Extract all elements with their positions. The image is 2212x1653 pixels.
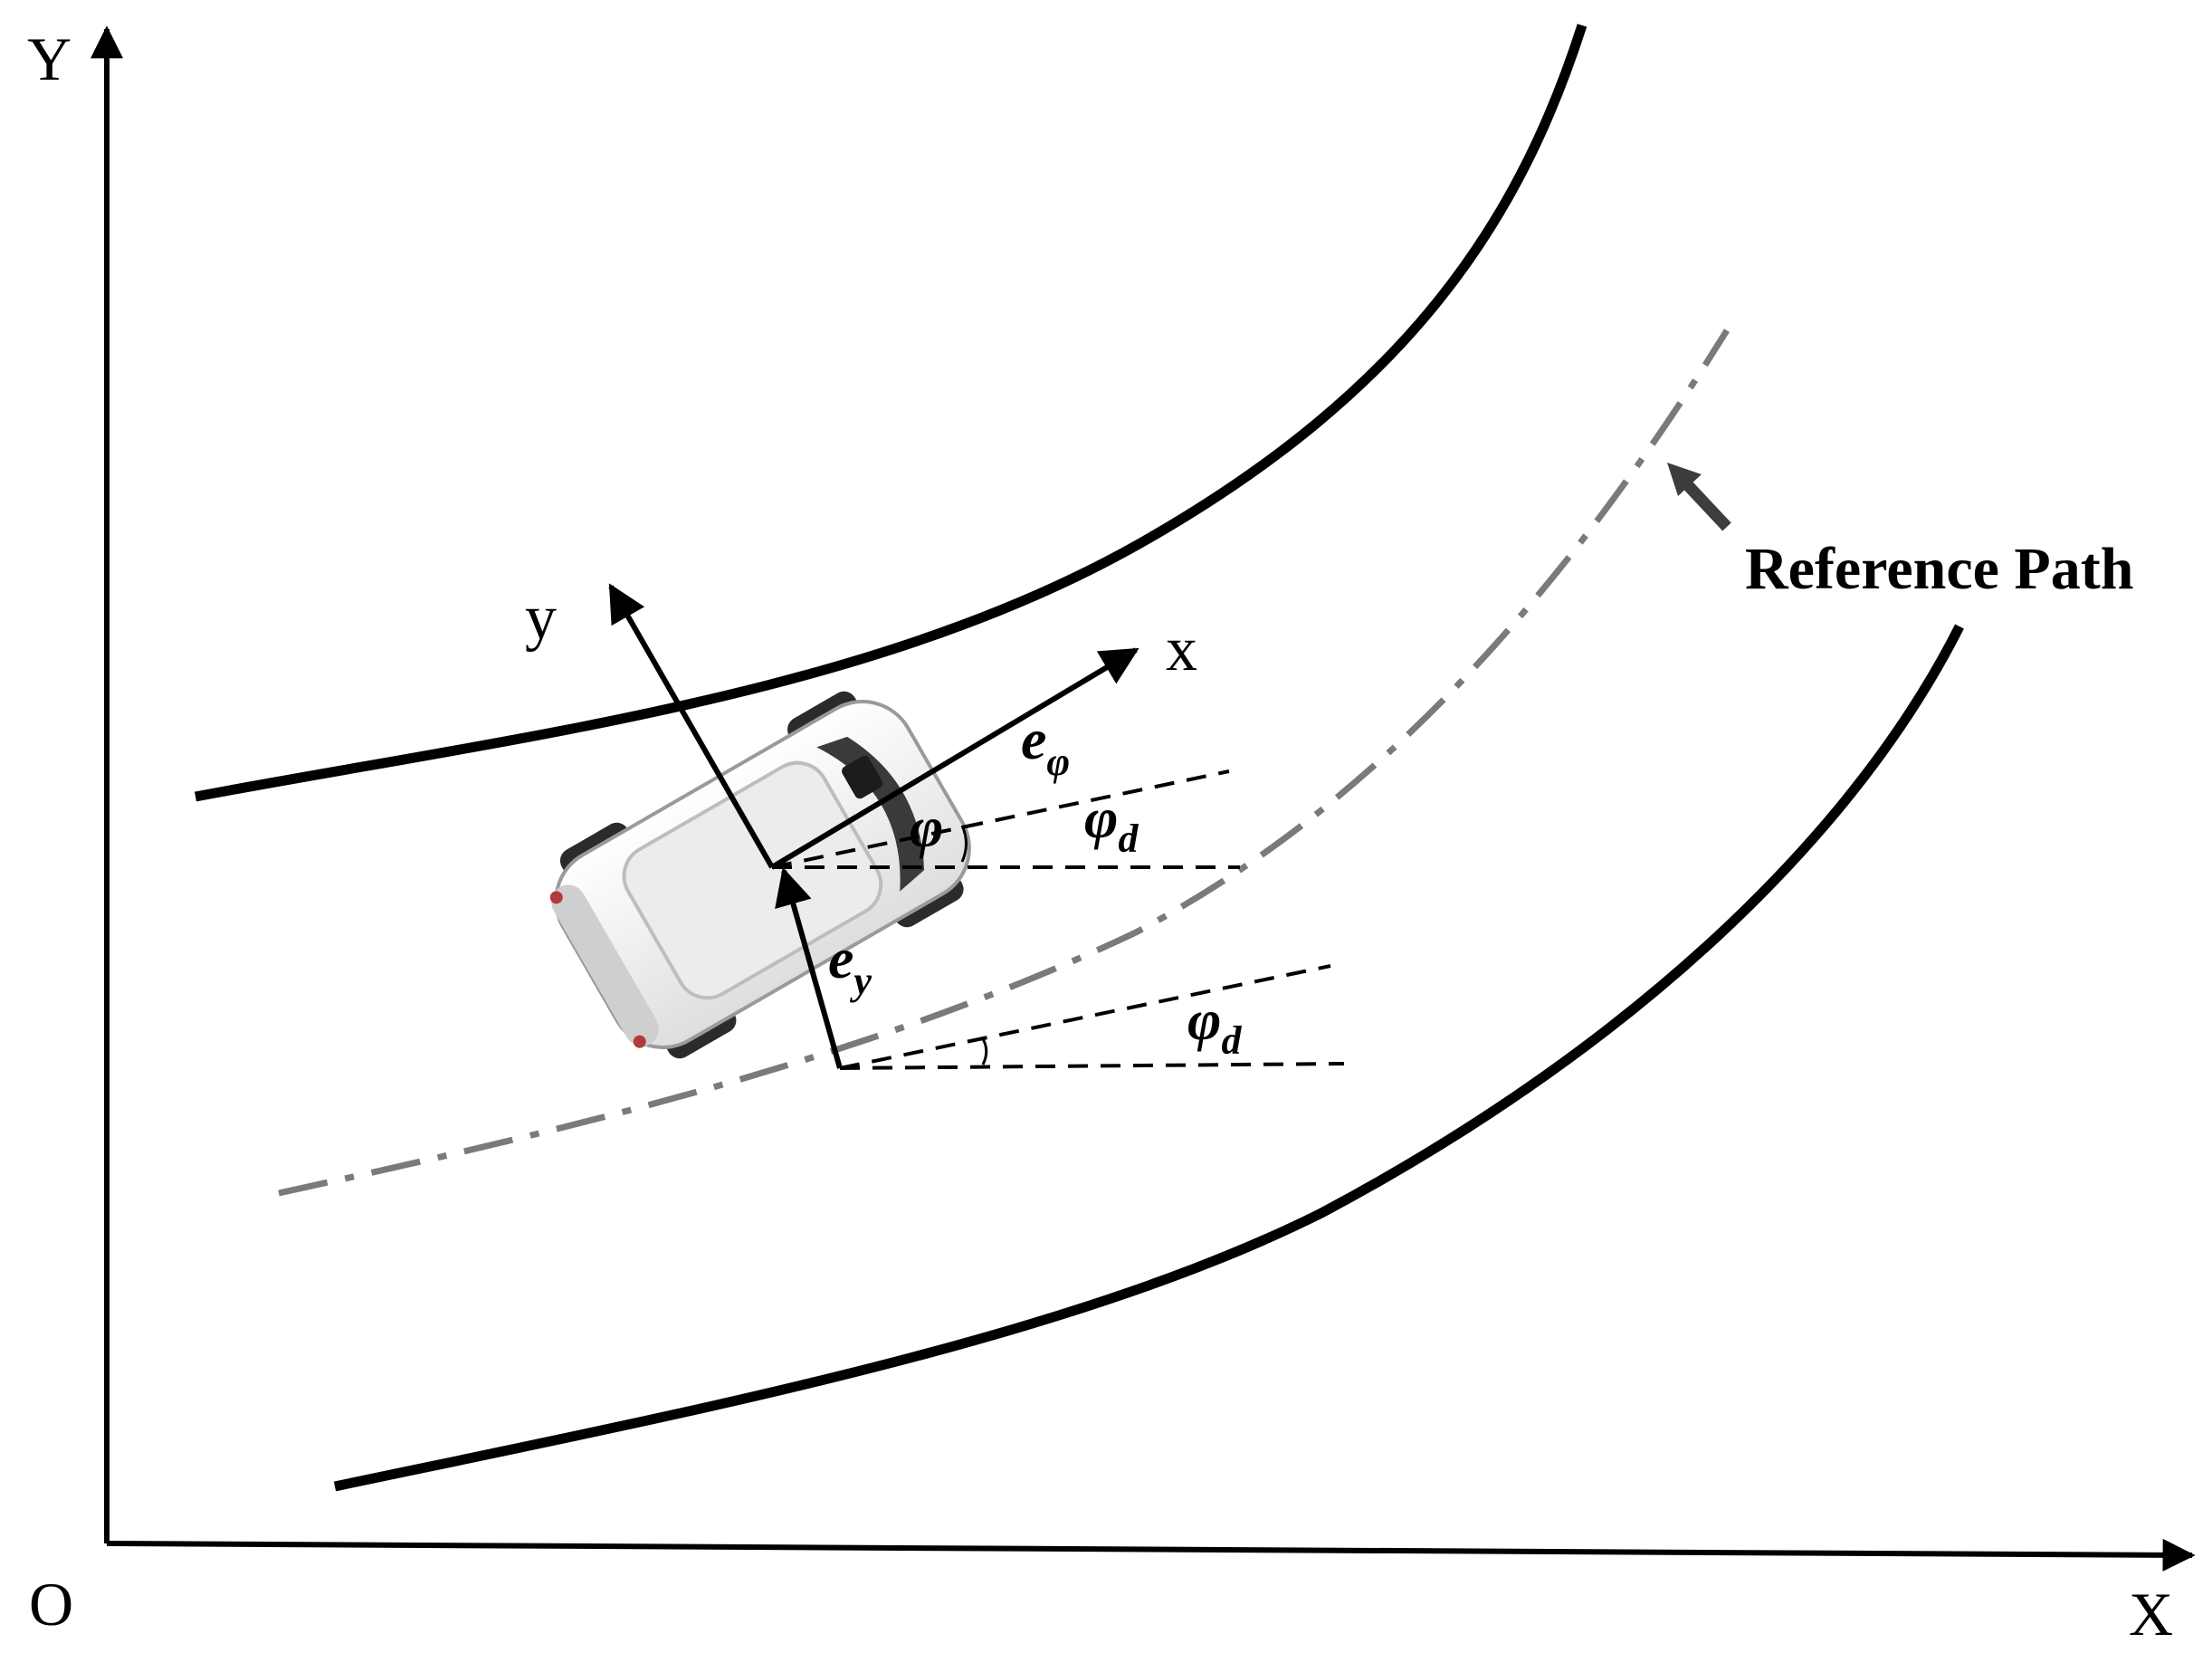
road-boundaries <box>194 24 1964 1492</box>
vehicle-x-axis <box>770 647 1139 870</box>
origin-label: O <box>29 1570 73 1639</box>
road-boundary-lower <box>333 624 1964 1492</box>
reference-path-label: Reference Path <box>1745 536 2133 602</box>
lateral-error-arrow <box>775 866 843 1069</box>
vehicle-frame: x y <box>525 583 1197 870</box>
reference-path-callout <box>1667 463 1731 531</box>
vehicle-y-axis-label: y <box>525 583 557 653</box>
global-axes: Y O X <box>27 24 2196 1648</box>
global-x-axis-label: X <box>2129 1580 2173 1648</box>
vehicle-x-axis-label: x <box>1166 615 1197 684</box>
reference-path-line <box>278 329 1730 1197</box>
road-boundary-upper <box>194 24 1587 802</box>
upper-heading-references <box>771 769 1240 869</box>
upper-angle-arc <box>960 825 968 863</box>
desired-heading-upper-label: φd <box>1084 786 1139 861</box>
callout-arrowhead-icon <box>1667 463 1702 496</box>
global-x-axis <box>106 1538 2196 1572</box>
desired-heading-lower-label: φd <box>1187 988 1242 1063</box>
car-top-view-icon <box>549 691 971 1059</box>
lower-heading-references <box>839 964 1345 1070</box>
lateral-error-label: ey <box>828 926 872 1003</box>
heading-error-label: eφ <box>1021 707 1070 784</box>
lower-angle-arc <box>980 1037 988 1065</box>
global-y-axis-label: Y <box>27 24 72 93</box>
heading-angle-label: φ <box>910 795 943 859</box>
vehicle-y-axis <box>608 583 775 869</box>
